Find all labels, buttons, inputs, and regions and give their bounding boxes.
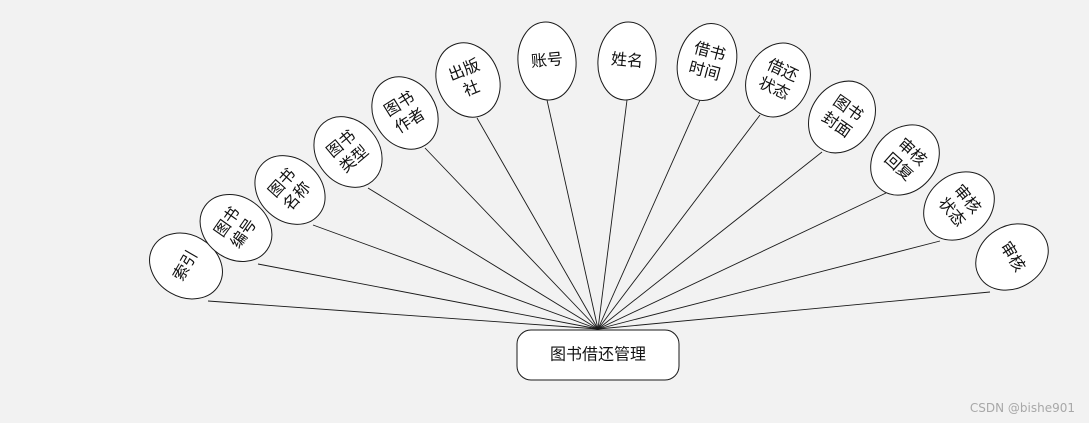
attribute-ellipses: 索引图书编号图书名称图书类型图书作者出版社 账号 姓名 借书时间借还状态图书封面审核回… bbox=[149, 21, 1049, 300]
attribute-node: 审核 bbox=[975, 223, 1049, 291]
attribute-ellipse bbox=[745, 42, 811, 118]
attribute-ellipse bbox=[254, 155, 326, 225]
attribute-label: 账号 bbox=[530, 49, 564, 71]
connector-line bbox=[597, 99, 701, 330]
attribute-ellipse bbox=[517, 21, 577, 101]
attribute-node: 出版社 bbox=[435, 42, 501, 118]
watermark: CSDN @bishe901 bbox=[969, 401, 1075, 415]
connector-lines bbox=[207, 99, 991, 330]
connector-line bbox=[597, 114, 761, 330]
connector-line bbox=[597, 151, 823, 330]
attribute-node: 索引 bbox=[149, 232, 223, 300]
attribute-ellipse bbox=[870, 124, 940, 196]
connector-line bbox=[207, 300, 599, 330]
attribute-ellipse bbox=[808, 80, 876, 154]
entity-box bbox=[516, 329, 680, 381]
attribute-label: 姓名 bbox=[610, 49, 644, 71]
attribute-ellipse bbox=[371, 76, 439, 150]
connector-line bbox=[476, 117, 599, 330]
attribute-ellipse bbox=[313, 116, 383, 188]
attribute-ellipse bbox=[676, 23, 738, 101]
attribute-ellipse bbox=[923, 171, 995, 241]
connector-line bbox=[546, 99, 599, 330]
connector-line bbox=[597, 240, 941, 330]
entity-label: 图书借还管理 bbox=[550, 345, 646, 364]
attribute-ellipse bbox=[199, 194, 273, 262]
attribute-label: 社 bbox=[460, 77, 482, 101]
connector-line bbox=[367, 187, 599, 330]
attribute-ellipse bbox=[597, 21, 657, 101]
attribute-ellipse bbox=[149, 232, 223, 300]
attribute-ellipse bbox=[975, 223, 1049, 291]
connector-line bbox=[597, 291, 991, 330]
connector-line bbox=[312, 224, 599, 330]
connector-line bbox=[257, 263, 599, 330]
attribute-ellipse bbox=[435, 42, 501, 118]
attribute-node: 姓名 bbox=[597, 21, 657, 101]
entity-node: 图书借还管理 bbox=[516, 329, 680, 381]
connector-line bbox=[597, 99, 628, 330]
attribute-node: 账号 bbox=[517, 21, 577, 101]
connector-line bbox=[424, 147, 599, 330]
connector-line bbox=[597, 192, 887, 330]
